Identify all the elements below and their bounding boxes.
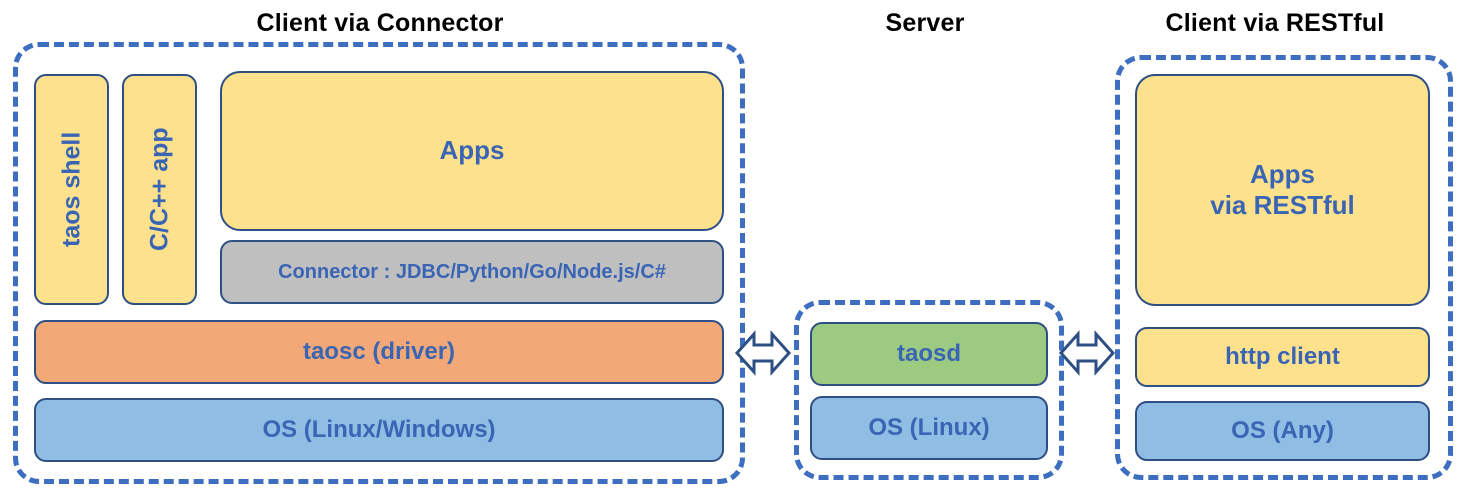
box-apps-connector[interactable]: Apps — [220, 71, 724, 231]
box-taosd[interactable]: taosd — [810, 322, 1048, 386]
box-os-linux[interactable]: OS (Linux) — [810, 396, 1048, 460]
group-client-via-connector — [13, 42, 745, 484]
group-server — [794, 300, 1064, 480]
bidirectional-arrow-right — [1058, 326, 1116, 380]
section-title-client-restful: Client via RESTful — [1165, 9, 1385, 37]
apps-restful-line-1: Apps — [1250, 158, 1315, 189]
box-taosc-driver[interactable]: taosc (driver) — [34, 320, 724, 384]
box-os-linux-windows[interactable]: OS (Linux/Windows) — [34, 398, 724, 462]
bidirectional-arrow-left — [734, 326, 792, 380]
group-client-via-restful — [1115, 55, 1453, 480]
apps-restful-line-2: via RESTful — [1210, 190, 1355, 220]
box-c-cpp-app[interactable]: C/C++ app — [122, 74, 197, 305]
box-os-any[interactable]: OS (Any) — [1135, 401, 1430, 461]
box-taos-shell[interactable]: taos shell — [34, 74, 109, 305]
box-apps-via-restful[interactable]: Apps via RESTful — [1135, 74, 1430, 306]
box-http-client[interactable]: http client — [1135, 327, 1430, 387]
section-title-server: Server — [885, 9, 965, 37]
section-title-client-connector: Client via Connector — [256, 9, 504, 37]
box-connector-drivers[interactable]: Connector : JDBC/Python/Go/Node.js/C# — [220, 240, 724, 304]
